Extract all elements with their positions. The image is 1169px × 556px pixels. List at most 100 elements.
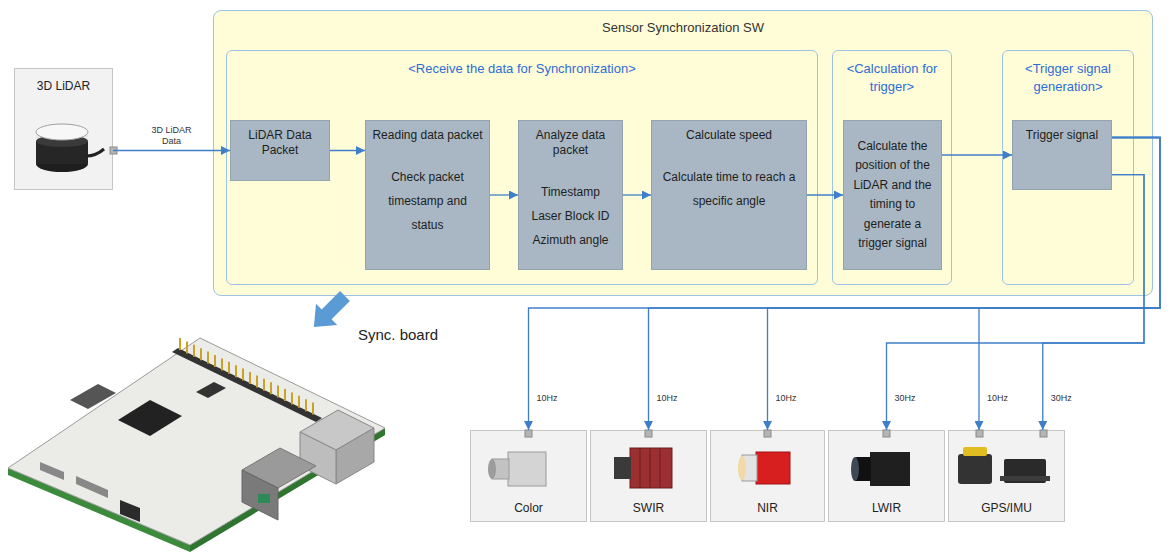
gpio-pin (263, 379, 265, 391)
port (645, 430, 652, 437)
node-text: Analyze data packet (524, 128, 617, 158)
signal-arrow (490, 194, 518, 195)
signal-arrow (330, 150, 365, 151)
gps-imu-devices (958, 447, 1050, 484)
usb-port-side (300, 432, 336, 484)
node-text: Sensor Synchronization SW (220, 20, 1146, 35)
gpio-pin (214, 355, 216, 367)
signal-arrow (113, 150, 230, 151)
swir-camera (614, 448, 672, 488)
node-text: SWIR (595, 501, 702, 515)
camera-body (870, 452, 910, 486)
node-text: <Trigger signal generation> (1007, 60, 1129, 95)
lidar-top (36, 124, 88, 140)
signal-arrow (942, 154, 1012, 155)
ethernet-side (242, 470, 278, 520)
signal-arrow (768, 138, 1161, 431)
node-text: <Receive the data for Synchronization> (231, 60, 813, 78)
small-chip (196, 382, 226, 398)
audio-jack (120, 500, 140, 522)
gpio-pin (228, 362, 230, 374)
node-text: Check packet timestamp and status (371, 165, 484, 237)
camera-body (508, 452, 546, 486)
display-connector (70, 384, 116, 409)
camera-lens (614, 457, 631, 479)
node-text: Timestamp (524, 180, 617, 204)
lwir-camera (851, 452, 910, 486)
port (764, 430, 771, 437)
node-text: <Calculation for trigger> (837, 60, 947, 95)
body-fin (650, 448, 651, 488)
stage-group: <Calculation for trigger> Calculate the p… (832, 50, 952, 285)
usb-port-front (336, 428, 374, 484)
node-text: GPS/IMU (953, 501, 1060, 515)
process-box: Reading data packetCheck packet timestam… (365, 120, 490, 270)
board-label: Sync. board (358, 326, 438, 343)
gpio-pins (180, 338, 313, 415)
node-text: 3D LiDAR (19, 79, 108, 93)
camera-body (630, 448, 672, 488)
gpio-pin (235, 365, 237, 377)
gpio-header (172, 348, 322, 422)
gpio-pin (298, 396, 300, 408)
ethernet-led (258, 494, 270, 503)
signal-arrow (1043, 175, 1144, 430)
stage-group: <Trigger signal generation> Trigger signa… (1002, 50, 1134, 285)
imu-flange (1000, 476, 1050, 481)
process-box: Calculate the position of the LiDAR and … (843, 120, 942, 270)
gpio-pin (242, 369, 244, 381)
sync-board-illustration (8, 338, 385, 552)
signal-arrow (887, 175, 1145, 430)
gpio-pin (200, 348, 202, 360)
camera-body (756, 452, 790, 484)
node-text: Calculate the position of the LiDAR and … (849, 137, 936, 254)
node-text: Calculate speed (657, 128, 801, 143)
node-text: LWIR (833, 501, 940, 515)
gps-body (958, 454, 992, 484)
signal-arrow (649, 138, 1161, 431)
signal-arrow (979, 138, 1160, 431)
gpio-pin (312, 403, 314, 415)
port (976, 430, 983, 437)
lidar-illustration (36, 124, 117, 172)
process-box: Calculate speedCalculate time to reach a… (651, 120, 807, 270)
gpio-pin (249, 372, 251, 384)
signal-label: 30Hz (893, 393, 918, 404)
usb-power (40, 462, 64, 480)
port (525, 430, 532, 437)
node-text: Color (475, 501, 582, 515)
nir-camera (738, 452, 790, 484)
signal-arrow (807, 194, 843, 195)
software-panel: Sensor Synchronization SW <Receive the da… (213, 10, 1153, 296)
process-box: Trigger signal (1012, 120, 1112, 190)
gpio-pin (291, 392, 293, 404)
gpio-pin (193, 345, 195, 357)
node-text: LiDAR Data Packet (236, 128, 324, 158)
node-text: Calculate time to reach a specific angle (657, 165, 801, 213)
node-text: NIR (715, 501, 820, 515)
gpio-pin (186, 341, 188, 353)
gpio-pin (270, 382, 272, 394)
process-box: Analyze data packetTimestampLaser Block … (518, 120, 623, 270)
lens-face (488, 459, 496, 479)
pcb-top (8, 338, 385, 545)
node-text: Trigger signal (1018, 128, 1106, 143)
lens-face (738, 456, 746, 480)
signal-label: 30Hz (1049, 393, 1074, 404)
gpio-pin (256, 375, 258, 387)
node-text: Azimuth angle (524, 228, 617, 252)
signal-arrow (623, 194, 651, 195)
port (883, 430, 890, 437)
lens-face (851, 457, 859, 481)
signal-arrow (529, 138, 1161, 431)
signal-label: 10Hz (535, 393, 560, 404)
cpu-chip (118, 400, 182, 436)
process-box: LiDAR Data Packet (230, 120, 330, 181)
body-fin (660, 448, 661, 488)
body-fin (640, 448, 641, 488)
signal-label: 10Hz (985, 393, 1010, 404)
gpio-pin (277, 386, 279, 398)
gps-cap (963, 447, 987, 456)
pointer-arrow (303, 285, 355, 337)
